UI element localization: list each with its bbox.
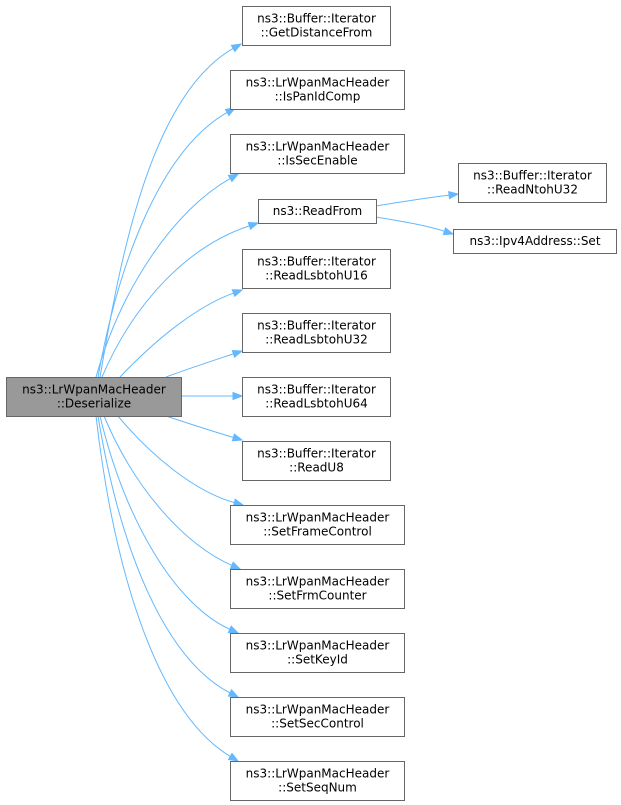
edge-root-to-n5-arrowhead: [231, 289, 244, 298]
edge-root-to-n1: [99, 47, 235, 378]
edge-root-to-n9: [117, 415, 236, 504]
node-label-line: ::SetSecControl: [271, 717, 364, 731]
node-box: [230, 761, 405, 801]
node-label-line: ::GetDistanceFrom: [261, 26, 373, 40]
edge-root-to-n11-arrowhead: [227, 625, 240, 634]
node-box: [242, 6, 391, 46]
node-box: [230, 70, 405, 110]
callee-node[interactable]: ns3::LrWpanMacHeader::SetFrmCounter: [230, 569, 405, 609]
callee-node[interactable]: ns3::LrWpanMacHeader::SetKeyId: [230, 633, 405, 673]
edge-root-to-n13-arrowhead: [227, 752, 240, 762]
node-box: [242, 441, 391, 481]
node-label-line: ns3::Buffer::Iterator: [257, 319, 376, 333]
callee-node[interactable]: ns3::Buffer::Iterator::GetDistanceFrom: [242, 6, 391, 46]
edge-root-to-n13: [95, 415, 232, 758]
node-box: [230, 697, 405, 737]
node-label-line: ::SetFrmCounter: [268, 589, 366, 603]
edge-n4-to-n14-arrowhead: [448, 190, 460, 200]
edge-root-to-n8-arrowhead: [231, 433, 244, 442]
node-label-line: ::ReadLsbtohU32: [265, 333, 368, 347]
callee-node[interactable]: ns3::LrWpanMacHeader::SetSecControl: [230, 697, 405, 737]
node-box: [6, 377, 182, 417]
callee-node[interactable]: ns3::LrWpanMacHeader::SetSeqNum: [230, 761, 405, 801]
node-label-line: ns3::Buffer::Iterator: [473, 169, 592, 183]
callee-node[interactable]: ns3::ReadFrom: [258, 199, 377, 224]
callee-node[interactable]: ns3::Buffer::Iterator::ReadLsbtohU16: [242, 249, 391, 289]
node-label-line: ns3::ReadFrom: [273, 204, 362, 218]
node-box: [258, 199, 377, 224]
edge-root-to-n1-arrowhead: [230, 43, 243, 53]
node-box: [230, 569, 405, 609]
nodes-layer: ns3::LrWpanMacHeader::Deserializens3::Bu…: [6, 6, 617, 801]
edge-root-to-n10: [103, 415, 233, 567]
callee-node[interactable]: ns3::Buffer::Iterator::ReadU8: [242, 441, 391, 481]
node-label-line: ::Deserialize: [57, 397, 131, 411]
node-label-line: ns3::Ipv4Address::Set: [469, 234, 600, 248]
node-box: [453, 229, 617, 254]
edge-n4-to-n15: [375, 216, 446, 233]
node-label-line: ::SetFrameControl: [263, 525, 372, 539]
callee-node[interactable]: ns3::Buffer::Iterator::ReadLsbtohU32: [242, 313, 391, 353]
edge-n4-to-n15-arrowhead: [442, 227, 455, 236]
callee-node[interactable]: ns3::Ipv4Address::Set: [453, 229, 617, 254]
node-label-line: ns3::Buffer::Iterator: [257, 383, 376, 397]
node-label-line: ::ReadNtohU32: [487, 183, 578, 197]
node-label-line: ::SetKeyId: [287, 653, 348, 667]
callee-node[interactable]: ns3::LrWpanMacHeader::IsSecEnable: [230, 134, 405, 174]
node-box: [230, 134, 405, 174]
edge-root-to-n12: [97, 415, 232, 694]
edge-root-to-n5: [119, 292, 235, 378]
callee-node[interactable]: ns3::Buffer::Iterator::ReadNtohU32: [458, 163, 607, 203]
node-label-line: ns3::LrWpanMacHeader: [246, 639, 390, 653]
edge-root-to-n2: [97, 111, 229, 378]
node-label-line: ns3::LrWpanMacHeader: [246, 703, 390, 717]
node-box: [230, 633, 405, 673]
node-label-line: ns3::Buffer::Iterator: [257, 447, 376, 461]
node-label-line: ::IsSecEnable: [277, 154, 357, 168]
edge-root-to-n8: [165, 415, 235, 439]
edge-root-to-n3: [95, 177, 232, 378]
root-node[interactable]: ns3::LrWpanMacHeader::Deserialize: [6, 377, 182, 417]
node-box: [242, 313, 391, 353]
node-label-line: ns3::LrWpanMacHeader: [22, 383, 166, 397]
node-box: [242, 377, 391, 417]
node-label-line: ns3::LrWpanMacHeader: [246, 511, 390, 525]
node-box: [242, 249, 391, 289]
node-label-line: ns3::LrWpanMacHeader: [246, 76, 390, 90]
edge-n4-to-n14: [375, 194, 451, 207]
edge-root-to-n4-arrowhead: [247, 221, 260, 230]
node-label-line: ::ReadLsbtohU64: [265, 397, 368, 411]
callee-node[interactable]: ns3::LrWpanMacHeader::IsPanIdComp: [230, 70, 405, 110]
node-label-line: ns3::Buffer::Iterator: [257, 12, 376, 26]
node-label-line: ns3::LrWpanMacHeader: [246, 575, 390, 589]
callee-node[interactable]: ns3::LrWpanMacHeader::SetFrameControl: [230, 505, 405, 545]
node-label-line: ::IsPanIdComp: [275, 90, 361, 104]
edge-root-to-n12-arrowhead: [227, 688, 240, 698]
node-label-line: ::ReadLsbtohU16: [265, 269, 368, 283]
edge-root-to-n3-arrowhead: [227, 173, 240, 183]
edge-root-to-n6-arrowhead: [231, 349, 244, 359]
node-box: [458, 163, 607, 203]
node-label-line: ::ReadU8: [289, 461, 344, 475]
node-label-line: ns3::LrWpanMacHeader: [246, 767, 390, 781]
edge-root-to-n7-arrowhead: [232, 391, 244, 401]
node-label-line: ::SetSeqNum: [278, 781, 357, 795]
edge-root-to-n11: [99, 415, 231, 631]
node-label-line: ns3::LrWpanMacHeader: [246, 140, 390, 154]
node-box: [230, 505, 405, 545]
callee-node[interactable]: ns3::Buffer::Iterator::ReadLsbtohU64: [242, 377, 391, 417]
edge-root-to-n6: [165, 353, 235, 378]
node-label-line: ns3::Buffer::Iterator: [257, 255, 376, 269]
edge-root-to-n10-arrowhead: [229, 561, 242, 570]
edge-root-to-n4: [101, 224, 251, 378]
